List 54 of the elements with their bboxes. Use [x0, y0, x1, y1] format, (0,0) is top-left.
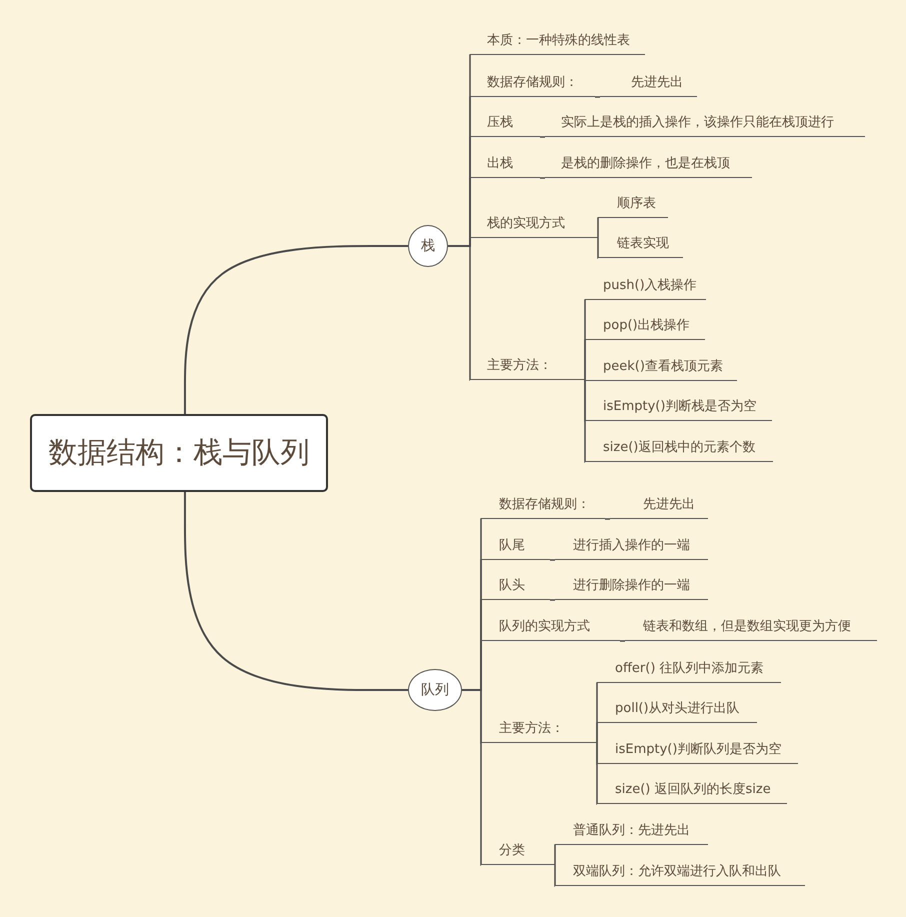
- branch-topic: 本质：一种特殊的线性表: [470, 27, 645, 55]
- branch-topic: 先进先出: [610, 491, 708, 519]
- branch-topic: push()入栈操作: [585, 272, 706, 300]
- connector-line: [605, 518, 611, 520]
- branch-topic: 实际上是栈的插入操作，该操作只能在栈顶进行: [545, 109, 865, 137]
- branch-topic: 先进先出: [600, 69, 697, 97]
- connector-line: [597, 217, 599, 239]
- branch-topic: 主要方法：: [481, 715, 597, 743]
- branch-topic: offer() 往队列中添加元素: [597, 655, 781, 683]
- branch-topic: isEmpty()判断队列是否为空: [597, 736, 798, 764]
- branch-topic: size()返回栈中的元素个数: [585, 434, 773, 462]
- branch-topic: 链表和数组，但是数组实现更为方便: [625, 613, 877, 641]
- connector-line: [620, 640, 626, 642]
- topic-circle: 栈: [408, 225, 448, 267]
- branch-topic: 链表实现: [598, 230, 683, 258]
- branch-topic: 栈的实现方式: [470, 210, 598, 238]
- connector-line: [550, 599, 556, 601]
- connector-line: [584, 339, 586, 381]
- connector-line: [540, 177, 546, 179]
- branch-topic: 数据存储规则：: [470, 69, 595, 97]
- central-topic-box: 数据结构：栈与队列: [30, 414, 328, 492]
- branch-topic: 数据存储规则：: [481, 491, 605, 519]
- branch-topic: 主要方法：: [470, 352, 585, 380]
- branch-topic: 队列的实现方式: [481, 613, 620, 641]
- branch-topic: 队头: [481, 572, 550, 600]
- branch-topic: poll()从对头进行出队: [597, 695, 757, 723]
- branch-topic: size() 返回队列的长度size: [597, 776, 787, 804]
- branch-topic: 进行插入操作的一端: [555, 532, 708, 560]
- branch-topic: isEmpty()判断栈是否为空: [585, 393, 772, 421]
- branch-topic: 队尾: [481, 532, 550, 560]
- connector-line: [448, 245, 471, 381]
- topic-circle: 队列: [408, 669, 462, 711]
- branch-topic: 压栈: [470, 109, 540, 137]
- branch-topic: pop()出栈操作: [585, 312, 705, 340]
- connector-line: [596, 722, 598, 744]
- connector-line: [597, 237, 599, 259]
- branch-topic: 双端队列：允许双端进行入队和出队: [555, 858, 805, 886]
- connector-line: [554, 864, 556, 887]
- connector-line: [462, 689, 482, 866]
- branch-topic: 普通队列：先进先出: [555, 817, 708, 845]
- connector-line: [554, 844, 556, 866]
- connector-line: [596, 742, 598, 805]
- branch-topic: 是栈的删除操作，也是在栈顶: [545, 150, 752, 178]
- branch-topic: 分类: [481, 837, 555, 865]
- branch-topic: 进行删除操作的一端: [555, 572, 708, 600]
- connector-line: [550, 559, 556, 561]
- connector-line: [595, 96, 601, 98]
- branch-topic: peek()查看栈顶元素: [585, 353, 737, 381]
- branch-topic: 出栈: [470, 150, 540, 178]
- connector-line: [540, 136, 546, 138]
- connector-line: [584, 379, 586, 463]
- branch-topic: 顺序表: [598, 190, 668, 218]
- connector-line: [184, 245, 408, 414]
- connector-line: [184, 492, 408, 691]
